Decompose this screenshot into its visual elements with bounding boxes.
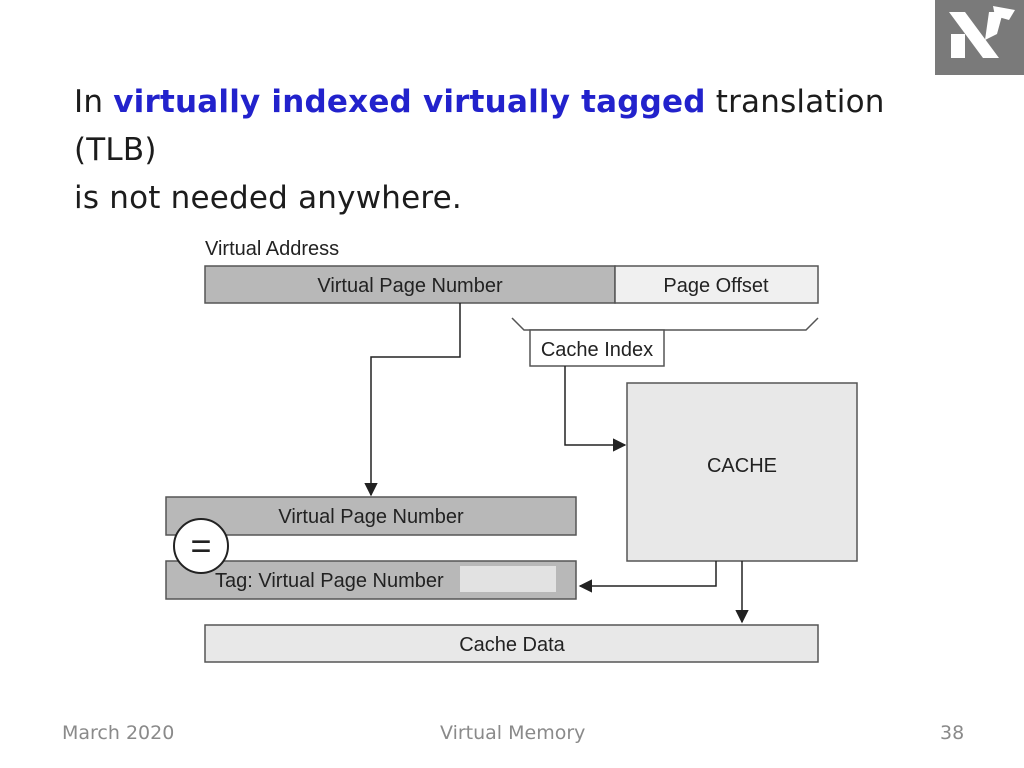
- virtual-address-label: Virtual Address: [205, 238, 339, 260]
- equals-symbol: =: [190, 525, 211, 566]
- tag-arrow: [578, 561, 717, 593]
- cache-data-label: Cache Data: [459, 634, 565, 656]
- title-prefix: In: [74, 84, 114, 120]
- institution-logo-icon: [935, 0, 1024, 75]
- tag-field-highlight: [460, 566, 556, 592]
- title-suffix: translation (TLB): [74, 84, 885, 168]
- vpn-field: [204, 265, 616, 304]
- title-highlight: virtually indexed virtually tagged: [113, 84, 706, 120]
- footer-date: March 2020: [62, 722, 175, 744]
- equals-comparator: [173, 518, 229, 574]
- cache-block: [626, 382, 858, 562]
- cache-label: CACHE: [707, 455, 777, 477]
- vpn-arrow: [364, 303, 461, 497]
- title-line2: is not needed anywhere.: [74, 180, 462, 216]
- index-arrow: [564, 366, 627, 452]
- vpn-label: Virtual Page Number: [317, 275, 503, 297]
- slide-title: In virtually indexed virtually tagged tr…: [74, 78, 974, 222]
- cache-index-box: [529, 329, 665, 367]
- page-offset-field: [614, 265, 819, 304]
- footer-topic: Virtual Memory: [440, 722, 586, 744]
- vpn-compare-field: [165, 496, 577, 536]
- cache-index-label: Cache Index: [541, 339, 653, 361]
- offset-brace: [511, 317, 819, 331]
- tag-label: Tag: Virtual Page Number: [215, 570, 444, 592]
- vpn-compare-label: Virtual Page Number: [278, 506, 464, 528]
- page-offset-label: Page Offset: [663, 275, 769, 297]
- cache-data-field: [204, 624, 819, 663]
- slide-number: 38: [940, 722, 965, 744]
